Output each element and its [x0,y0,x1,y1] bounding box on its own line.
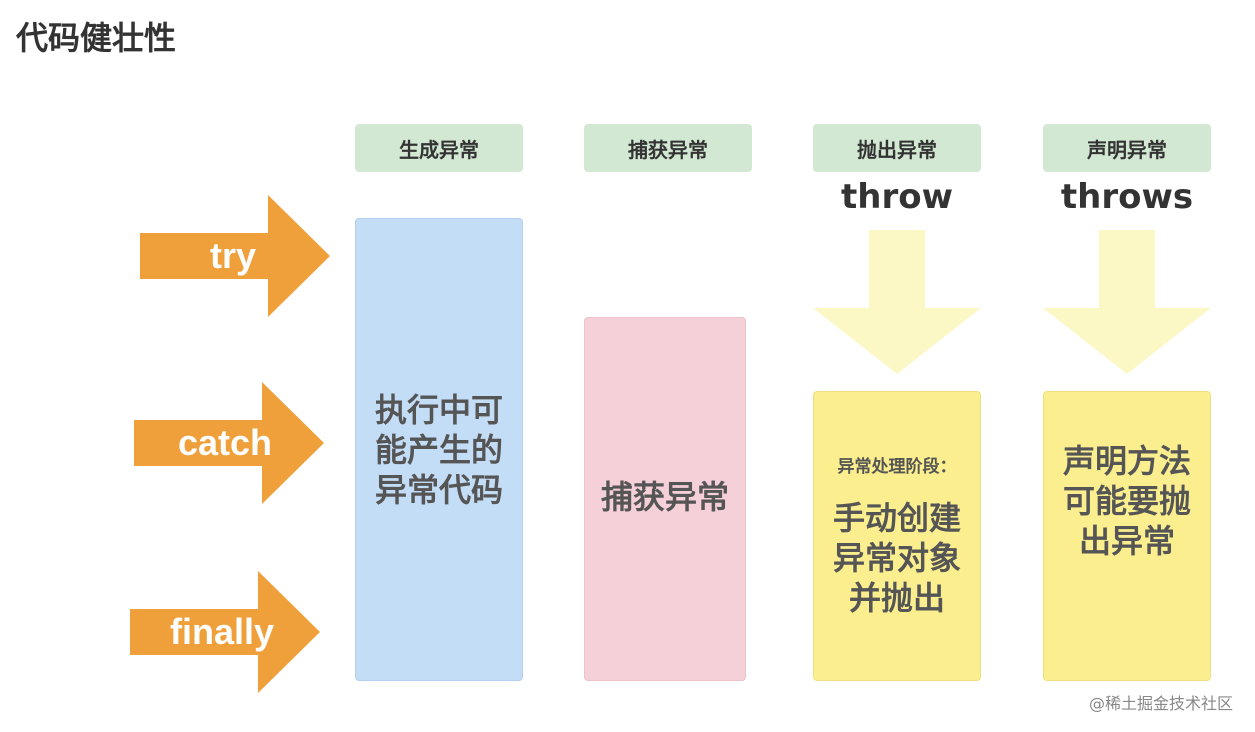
throw-exception-box: 异常处理阶段： 手动创建 异常对象 并抛出 [813,391,981,681]
column-header-throw: 抛出异常 [813,124,981,172]
catch-arrow-icon [134,382,324,504]
catch-exception-text: 捕获异常 [600,478,729,516]
declare-exception-box: 声明方法 可能要抛 出异常 [1043,391,1211,681]
throw-down-arrow-icon [813,230,981,374]
watermark: @稀土掘金技术社区 [1088,694,1233,713]
finally-arrow-label: finally [170,611,275,652]
column-header-declare: 声明异常 [1043,124,1211,172]
column-header-generate: 生成异常 [355,124,523,172]
throws-keyword: throws [1060,177,1194,217]
finally-arrow-icon [130,571,320,693]
page-title: 代码健壮性 [16,19,177,57]
catch-exception-box: 捕获异常 [584,317,746,681]
throw-exception-text: 手动创建 异常对象 并抛出 [832,499,961,617]
throws-down-arrow-icon [1043,230,1211,374]
throw-keyword: throw [841,177,953,217]
declare-exception-text: 声明方法 可能要抛 出异常 [1062,442,1191,560]
column-header-catch: 捕获异常 [584,124,752,172]
generate-exception-text: 执行中可 能产生的 异常代码 [374,390,503,509]
generate-exception-box: 执行中可 能产生的 异常代码 [355,218,523,681]
try-arrow-label: try [210,235,257,276]
throw-note-text: 异常处理阶段： [837,457,957,477]
catch-arrow-label: catch [178,422,273,463]
try-arrow-icon [140,195,330,317]
